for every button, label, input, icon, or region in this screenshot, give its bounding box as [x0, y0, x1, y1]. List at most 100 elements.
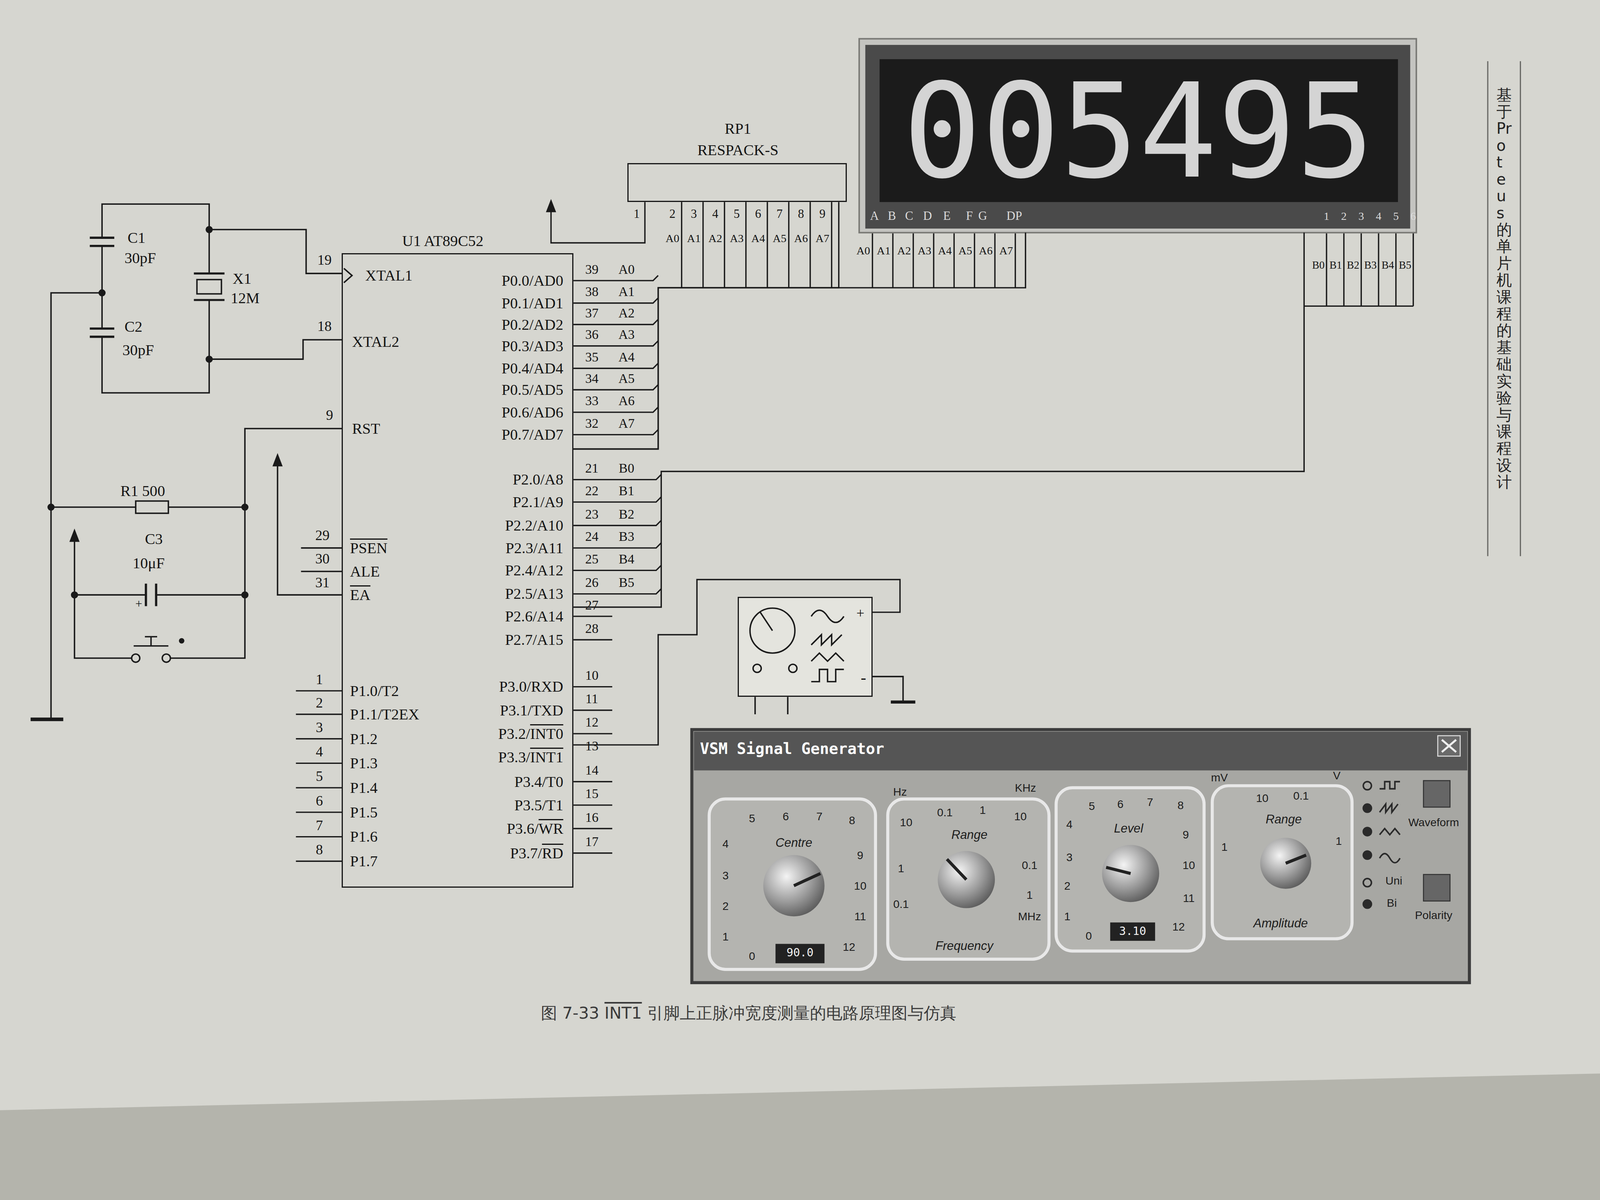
circuit-label: A0	[618, 261, 635, 277]
circuit-label: 10μF	[132, 554, 165, 572]
node-text: -	[860, 668, 867, 687]
circuit-label: B0	[618, 460, 635, 476]
circuit-label: B5	[1398, 259, 1412, 272]
signal-generator-drawing-part	[1260, 837, 1312, 889]
signal-generator-drawing-part-part	[1363, 827, 1372, 836]
circuit-label: 9	[326, 407, 334, 424]
left-circuit-part	[170, 428, 342, 659]
circuit-label: 31	[315, 574, 330, 591]
left-circuit-part	[344, 268, 353, 283]
circuit-label: 10	[900, 815, 913, 829]
wire	[809, 201, 811, 288]
bus-wire	[573, 201, 839, 449]
circuit-label: Amplitude	[1253, 916, 1308, 931]
left-circuit-part	[131, 653, 141, 663]
circuit-label: 6	[1410, 209, 1416, 224]
left-circuit-part	[196, 279, 222, 295]
wire	[1014, 232, 1016, 288]
circuit-label: A4	[751, 232, 766, 246]
circuit-label: 3	[690, 207, 697, 222]
left-circuit-part	[74, 594, 245, 596]
circuit-label: Hz	[893, 785, 908, 799]
circuit-label: 29	[315, 527, 330, 544]
bus-wire	[573, 232, 1304, 608]
circuit-label: 3	[315, 719, 324, 736]
resistor-pack: RP1RESPACK-S	[627, 163, 847, 202]
circuit-label: 6	[755, 207, 762, 222]
circuit-label: RST	[351, 419, 381, 438]
signal-generator-drawing-part-part	[1363, 878, 1372, 887]
circuit-label: A2	[897, 244, 912, 258]
circuit-label: E	[943, 209, 951, 224]
signal-generator-drawing-part	[775, 944, 825, 964]
circuit-label: P3.4/T0	[514, 773, 564, 791]
circuit-label: 0.1	[1293, 789, 1309, 803]
figure-caption: 图 7-33 INT1 引脚上正脉冲宽度测量的电路原理图与仿真	[540, 1003, 957, 1023]
left-circuit-part	[162, 653, 171, 663]
node-text: 005495	[902, 66, 1375, 197]
circuit-label: 4	[315, 743, 324, 760]
circuit-label: 0	[748, 949, 756, 963]
circuit-label: 28	[585, 621, 599, 637]
left-circuit-part	[301, 548, 343, 572]
wire-line	[573, 232, 1304, 608]
circuit-label: 7	[315, 817, 324, 834]
signal-source-symbol-part	[753, 664, 762, 673]
circuit-label: 7	[776, 207, 783, 222]
circuit-label: 7	[816, 809, 823, 824]
left-circuit-part	[74, 594, 132, 658]
wire	[296, 738, 343, 740]
circuit-label: PSEN	[350, 539, 388, 557]
circuit-label: V	[1332, 769, 1341, 783]
left-circuit-part	[272, 453, 283, 467]
wire	[788, 201, 790, 288]
circuit-label: 1	[633, 207, 640, 222]
wire	[912, 232, 914, 288]
circuit-label: R1 500	[120, 482, 166, 500]
circuit-label: XTAL2	[351, 332, 400, 351]
signal-generator-drawing-part-part	[1363, 803, 1372, 813]
signal-generator-drawing-part	[709, 798, 876, 970]
circuit-label: B	[887, 209, 897, 224]
circuit-label: A3	[729, 232, 744, 246]
circuit-label: P0.5/AD5	[501, 380, 564, 399]
left-circuit-part-part	[71, 591, 79, 599]
wire	[994, 232, 996, 288]
signal-source: +-	[737, 596, 873, 697]
circuit-label: 16	[585, 809, 599, 825]
circuit-label: 12	[585, 714, 599, 730]
wire	[680, 201, 683, 288]
left-circuit-part-part	[205, 355, 213, 363]
resistor-pack-wiring-part	[546, 198, 557, 212]
circuit-label: 11	[854, 909, 866, 924]
wire	[953, 232, 955, 288]
circuit-label: 3	[1358, 209, 1364, 224]
circuit-label: 27	[585, 597, 599, 613]
circuit-label: 0.1	[1021, 858, 1038, 872]
circuit-label: 10	[1255, 791, 1269, 805]
signal-generator-drawing-part	[691, 729, 1470, 983]
circuit-label: A5	[958, 244, 973, 258]
signal-generator-drawing-part-part	[1379, 781, 1400, 789]
circuit-label: P3.5/T1	[514, 796, 564, 814]
left-circuit-part	[135, 501, 169, 514]
circuit-label: 5	[1088, 799, 1096, 813]
circuit-label: 8	[848, 813, 856, 827]
node-text: VSM Signal Generator	[700, 740, 885, 758]
circuit-label: Range	[1265, 812, 1302, 827]
circuit-label: A7	[815, 232, 830, 246]
circuit-label: A3	[618, 326, 635, 343]
circuit-label: B1	[618, 483, 635, 499]
wire	[973, 232, 975, 288]
circuit-label: 26	[585, 575, 599, 591]
circuit-label: 0.1	[936, 805, 953, 820]
circuit-label: B2	[1346, 259, 1360, 272]
circuit-label: 34	[585, 371, 599, 387]
circuit-label: 15	[585, 786, 599, 802]
circuit-label: 1	[315, 671, 324, 688]
circuit-label: A4	[938, 244, 952, 258]
circuit-label: A0	[856, 244, 871, 258]
circuit-label: P2.7/A15	[505, 630, 564, 649]
circuit-label: 1	[1323, 209, 1330, 224]
